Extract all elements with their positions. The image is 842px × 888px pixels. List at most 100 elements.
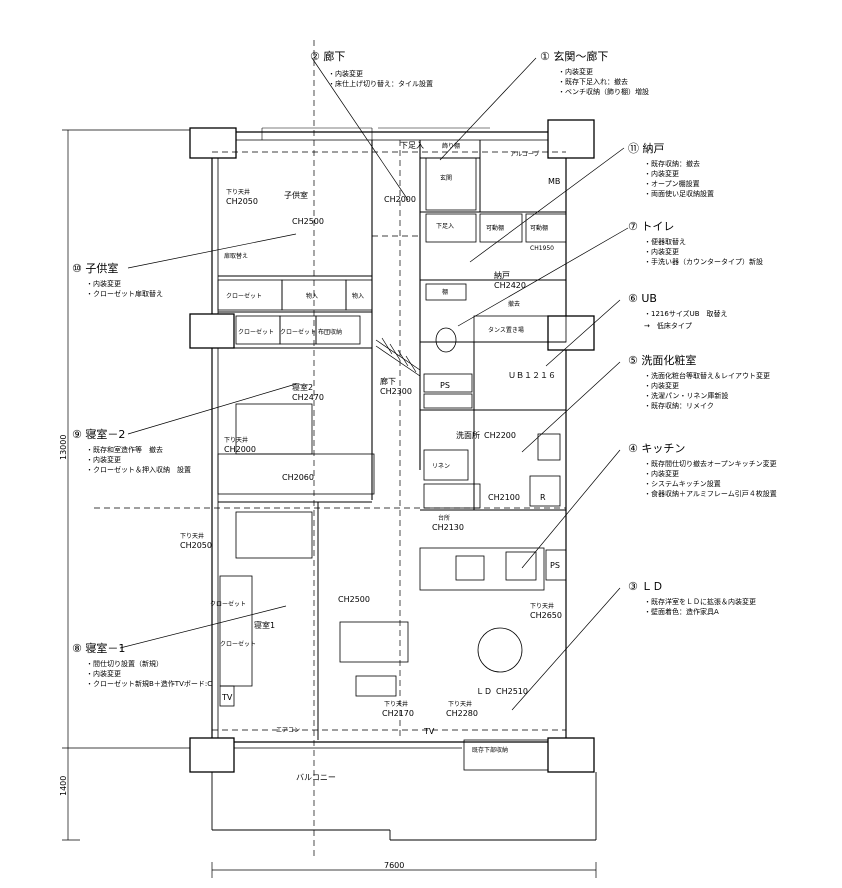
- svg-text:・壁面着色：造作家具A: ・壁面着色：造作家具A: [644, 607, 719, 616]
- svg-text:CH2470: CH2470: [292, 393, 324, 402]
- svg-text:CH2130: CH2130: [432, 523, 464, 532]
- svg-text:下り天井: 下り天井: [448, 700, 472, 708]
- svg-text:TV: TV: [423, 727, 435, 736]
- svg-text:CH2500: CH2500: [292, 217, 324, 226]
- svg-text:CH2500: CH2500: [338, 595, 370, 604]
- annotation-a8: ⑧ 寝室－1 ・間仕切り設置（新規） ・内装変更 ・クローゼット新規B＋造作TV…: [72, 641, 212, 688]
- svg-text:アルコーブ: アルコーブ: [510, 150, 539, 158]
- annotation-a6: ⑥ UB ・1216サイズUB 取替え → 低床タイプ: [628, 292, 728, 330]
- svg-text:③ ＬＤ: ③ ＬＤ: [628, 580, 663, 593]
- svg-text:棚: 棚: [442, 288, 448, 296]
- svg-text:CH2100: CH2100: [488, 493, 520, 502]
- svg-text:TV: TV: [221, 693, 233, 702]
- dimension-labels: 13000 1400 7600: [59, 435, 404, 870]
- ceiling-lines: [94, 40, 566, 860]
- svg-text:⑩ 子供室: ⑩ 子供室: [72, 261, 118, 275]
- svg-text:・間仕切り設置（新規）: ・間仕切り設置（新規）: [86, 659, 163, 668]
- svg-text:・手洗い器（カウンタータイプ）新設: ・手洗い器（カウンタータイプ）新設: [644, 257, 763, 266]
- hallway-label: 廊下: [380, 376, 396, 386]
- svg-text:MB: MB: [548, 177, 560, 186]
- svg-text:扉取替え: 扉取替え: [224, 252, 248, 260]
- svg-text:⑧ 寝室－1: ⑧ 寝室－1: [72, 641, 125, 655]
- svg-text:・既存間仕切り撤去オープンキッチン変更: ・既存間仕切り撤去オープンキッチン変更: [644, 459, 777, 468]
- svg-text:CH2000: CH2000: [224, 445, 256, 454]
- dimension-lines: [62, 129, 597, 878]
- balcony-label: バルコニー: [296, 773, 336, 782]
- svg-text:② 廊下: ② 廊下: [310, 49, 345, 63]
- stair-hatch: [375, 337, 421, 377]
- room-labels: 子供室 下り天井 CH2050 CH2500 扉取替え クローゼット 物入 物入…: [180, 141, 562, 782]
- svg-text:下り天井: 下り天井: [384, 700, 408, 708]
- svg-text:・内装変更: ・内装変更: [86, 279, 121, 288]
- svg-text:1400: 1400: [59, 776, 68, 796]
- svg-text:下り天井: 下り天井: [530, 602, 554, 610]
- svg-text:・床仕上げ切り替え：タイル設置: ・床仕上げ切り替え：タイル設置: [328, 79, 433, 88]
- svg-text:⑥ UB: ⑥ UB: [628, 292, 657, 305]
- entrance-label: 玄関: [440, 174, 452, 182]
- svg-text:物入: 物入: [306, 292, 318, 300]
- svg-text:・内装変更: ・内装変更: [86, 455, 121, 464]
- svg-text:リネン: リネン: [432, 463, 450, 470]
- svg-text:・クローゼット新規B＋造作TVボード:C: ・クローゼット新規B＋造作TVボード:C: [86, 679, 212, 688]
- svg-text:・既存収納：撤去: ・既存収納：撤去: [644, 159, 700, 168]
- balcony: [211, 772, 597, 841]
- ld-label: ＬＤ: [476, 687, 492, 696]
- svg-text:・ベンチ収納（飾り棚）増設: ・ベンチ収納（飾り棚）増設: [558, 87, 649, 96]
- washroom-label: 洗面所: [456, 430, 480, 440]
- bedroom1-label: 寝室1: [254, 620, 275, 630]
- svg-text:可動棚: 可動棚: [530, 224, 548, 232]
- svg-text:下り天井: 下り天井: [180, 532, 204, 540]
- svg-text:・クローゼット＆押入収納 設置: ・クローゼット＆押入収納 設置: [86, 465, 191, 474]
- svg-text:・内装変更: ・内装変更: [328, 69, 363, 78]
- svg-text:下足入: 下足入: [400, 141, 424, 150]
- svg-text:PS: PS: [550, 561, 560, 570]
- annotation-a4: ④ キッチン ・既存間仕切り撤去オープンキッチン変更 ・内装変更 ・システムキッ…: [628, 442, 777, 498]
- svg-text:・既存下足入れ：撤去: ・既存下足入れ：撤去: [558, 77, 628, 86]
- svg-text:CH2050: CH2050: [180, 541, 212, 550]
- svg-text:① 玄関～廊下: ① 玄関～廊下: [540, 49, 608, 63]
- nando-label: 納戸: [494, 270, 510, 280]
- svg-text:⑪ 納戸: ⑪ 納戸: [628, 142, 665, 155]
- kitchen-label: 台所: [438, 514, 450, 522]
- svg-text:・内装変更: ・内装変更: [558, 67, 593, 76]
- annotation-a11: ⑪ 納戸 ・既存収納：撤去 ・内装変更 ・オープン棚設置 ・両面使い足収納設置: [628, 142, 714, 198]
- svg-text:エアコン: エアコン: [276, 727, 300, 734]
- annotation-a5: ⑤ 洗面化粧室 ・洗面化粧台等取替え＆レイアウト変更 ・内装変更 ・洗濯パン・リ…: [628, 353, 770, 410]
- svg-text:撤去: 撤去: [508, 300, 520, 308]
- annotation-a3: ③ ＬＤ ・既存洋室をＬＤに拡張＆内装変更 ・壁面着色：造作家具A: [628, 580, 756, 616]
- svg-text:CH2300: CH2300: [380, 387, 412, 396]
- svg-text:クローゼット: クローゼット: [226, 292, 262, 300]
- svg-text:13000: 13000: [59, 435, 68, 460]
- svg-text:下足入: 下足入: [436, 223, 454, 230]
- svg-text:・システムキッチン設置: ・システムキッチン設置: [644, 479, 721, 488]
- svg-text:・1216サイズUB 取替え: ・1216サイズUB 取替え: [644, 309, 728, 318]
- child-room-label: 子供室: [284, 190, 308, 200]
- svg-text:可動棚: 可動棚: [486, 224, 504, 232]
- svg-text:CH2510: CH2510: [496, 687, 528, 696]
- svg-text:⑦ トイレ: ⑦ トイレ: [628, 220, 674, 233]
- svg-text:・便器取替え: ・便器取替え: [644, 237, 686, 246]
- svg-text:クローゼット: クローゼット: [210, 600, 246, 608]
- svg-text:下り天井: 下り天井: [226, 188, 250, 196]
- svg-text:・内装変更: ・内装変更: [644, 469, 679, 478]
- leader-lines: [119, 57, 629, 711]
- fixtures: [217, 157, 567, 771]
- svg-text:R: R: [540, 493, 546, 502]
- ub-label: ＵＢ１２１６: [508, 371, 556, 380]
- bedroom2-label: 寝室2: [292, 382, 313, 392]
- svg-text:・洗濯パン・リネン庫新設: ・洗濯パン・リネン庫新設: [644, 391, 728, 400]
- svg-text:PS: PS: [440, 381, 450, 390]
- svg-text:CH2060: CH2060: [282, 473, 314, 482]
- svg-text:CH2420: CH2420: [494, 281, 526, 290]
- annotation-a1: ① 玄関～廊下 ・内装変更 ・既存下足入れ：撤去 ・ベンチ収納（飾り棚）増設: [540, 49, 649, 96]
- annotation-a2: ② 廊下 ・内装変更 ・床仕上げ切り替え：タイル設置: [310, 49, 433, 88]
- svg-text:CH2280: CH2280: [446, 709, 478, 718]
- svg-text:・クローゼット扉取替え: ・クローゼット扉取替え: [86, 289, 163, 298]
- svg-text:・食器収納＋アルミフレーム引戸４枚設置: ・食器収納＋アルミフレーム引戸４枚設置: [644, 489, 777, 498]
- svg-text:布団収納: 布団収納: [318, 328, 342, 336]
- svg-text:・既存和室造作等 撤去: ・既存和室造作等 撤去: [86, 445, 163, 454]
- svg-text:物入: 物入: [352, 292, 364, 300]
- svg-text:CH2000: CH2000: [384, 195, 416, 204]
- svg-text:→ 低床タイプ: → 低床タイプ: [644, 321, 692, 330]
